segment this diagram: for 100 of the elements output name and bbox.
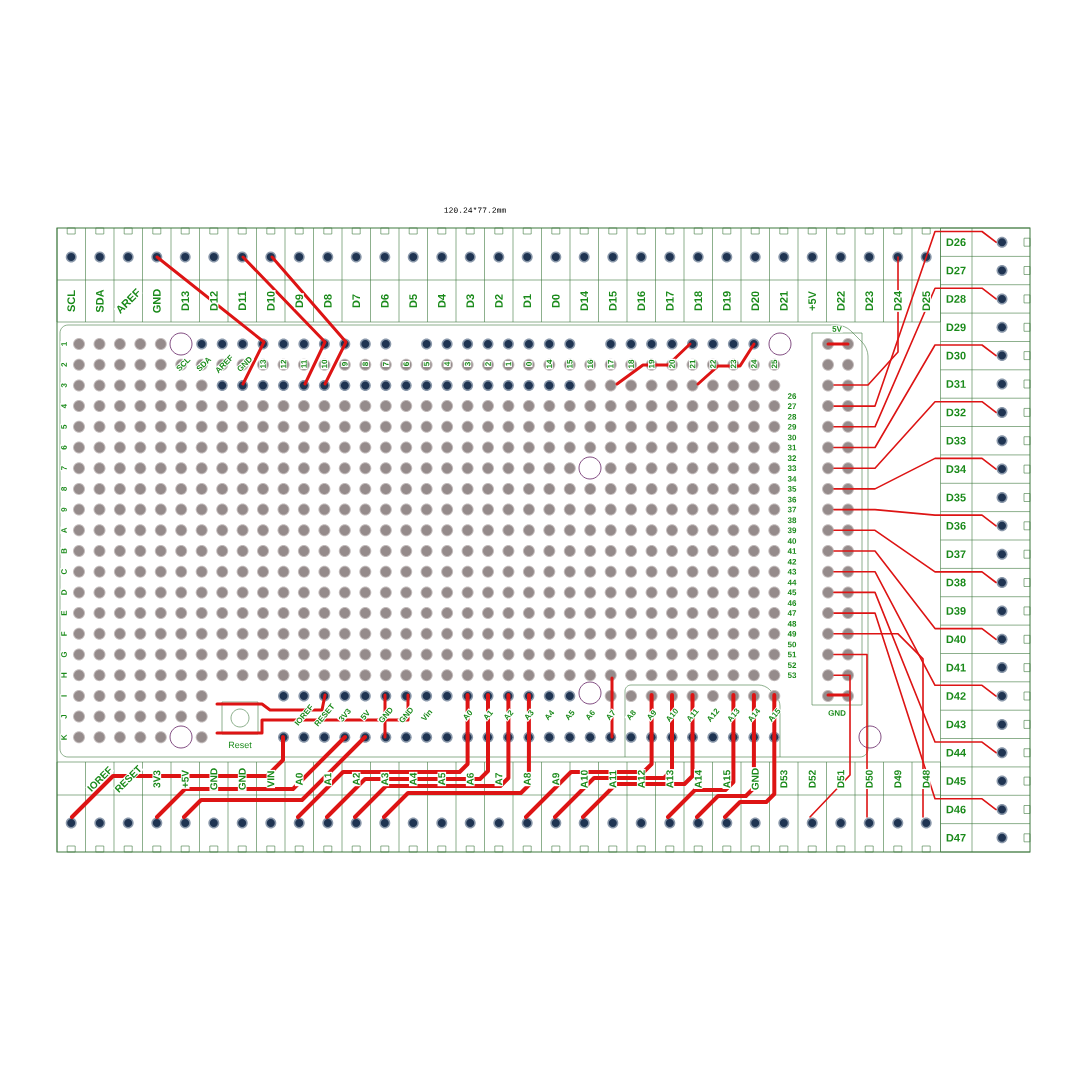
pin-label: 35 — [786, 485, 798, 493]
pin-label: A2 — [501, 708, 515, 722]
terminal-label: D52 — [807, 769, 817, 789]
row-label: 9 — [60, 506, 68, 513]
terminal-label: D11 — [237, 290, 247, 312]
row-label: 5 — [60, 423, 68, 430]
terminal-label: D40 — [945, 634, 967, 644]
pin-label: 5V — [831, 325, 843, 333]
pin-label: A5 — [563, 708, 577, 722]
terminal-label: GND — [152, 288, 162, 315]
terminal-label: D15 — [608, 290, 618, 312]
pin-label: 18 — [627, 358, 635, 370]
terminal-label: SCL — [66, 289, 76, 313]
terminal-label: D27 — [945, 265, 967, 276]
terminal-label: D0 — [551, 293, 561, 309]
pin-label: 16 — [586, 358, 594, 370]
terminal-label: D34 — [945, 464, 967, 474]
terminal-label: D29 — [945, 322, 967, 332]
pin-label: 13 — [259, 358, 267, 370]
terminal-label: A13 — [665, 769, 675, 789]
pin-label: A11 — [684, 706, 701, 724]
pin-label: 28 — [786, 413, 798, 421]
terminal-label: A7 — [494, 771, 504, 787]
terminal-label: D2 — [494, 293, 504, 309]
pin-label: 51 — [786, 650, 798, 659]
pin-label: 38 — [786, 516, 798, 524]
terminal-label: +5V — [807, 290, 817, 312]
pin-label: 2 — [484, 361, 492, 368]
row-label: 4 — [60, 403, 68, 410]
pin-label: A4 — [542, 708, 556, 722]
pin-label: 29 — [786, 423, 798, 431]
row-label: 8 — [60, 485, 68, 492]
pin-label: 43 — [786, 568, 798, 576]
terminal-label: VIN — [266, 769, 276, 789]
pin-label: 48 — [786, 620, 798, 628]
terminal-label: A9 — [551, 771, 561, 787]
row-label: J — [60, 713, 68, 720]
terminal-label: D28 — [945, 294, 967, 304]
pin-label: 23 — [729, 358, 738, 370]
pin-label: 27 — [786, 402, 798, 410]
pin-label: 33 — [786, 464, 798, 472]
pin-label: 7 — [382, 361, 390, 368]
terminal-label: GND — [750, 767, 760, 791]
terminal-label: D9 — [294, 293, 304, 309]
terminal-label: D21 — [779, 290, 789, 312]
terminal-label: D48 — [921, 769, 931, 789]
row-label: 7 — [60, 465, 68, 472]
terminal-label: A3 — [380, 771, 390, 787]
pin-label: 9 — [341, 361, 349, 368]
pin-label: 20 — [668, 358, 676, 370]
terminal-label: D25 — [921, 290, 931, 312]
terminal-label: D46 — [945, 804, 967, 815]
pin-label: 41 — [786, 547, 798, 555]
pin-label: 42 — [786, 558, 798, 566]
pin-label: 15 — [566, 358, 574, 370]
pin-label: 26 — [786, 392, 798, 400]
terminal-label: D13 — [180, 290, 190, 312]
row-label: B — [60, 547, 68, 555]
terminal-label: A2 — [351, 771, 361, 787]
row-label: H — [60, 671, 68, 679]
terminal-label: D16 — [636, 290, 646, 312]
pin-label: A9 — [645, 708, 659, 722]
pin-label: A1 — [481, 708, 495, 722]
button-label: Reset — [227, 741, 253, 749]
row-label: I — [60, 694, 68, 698]
terminal-label: D32 — [945, 407, 967, 418]
row-label: G — [60, 650, 68, 659]
pin-label: 12 — [279, 358, 288, 370]
terminal-label: D47 — [945, 833, 967, 843]
pin-label: SCL — [174, 355, 192, 373]
terminal-label: D4 — [437, 293, 447, 309]
pin-label: SDA — [194, 354, 213, 374]
pin-label: 5V — [358, 708, 372, 722]
pin-label: 36 — [786, 495, 798, 504]
pin-label: 10 — [320, 358, 329, 370]
terminal-label: D31 — [945, 379, 967, 389]
terminal-label: A11 — [608, 769, 618, 789]
pin-label: 4 — [443, 361, 451, 368]
terminal-label: D30 — [945, 350, 967, 361]
terminal-label: A5 — [437, 771, 447, 787]
terminal-label: D35 — [945, 492, 967, 503]
terminal-label: D51 — [836, 769, 846, 789]
pin-label: 31 — [786, 443, 798, 452]
pin-label: 8 — [361, 361, 369, 368]
terminal-label: D36 — [945, 521, 967, 531]
terminal-label: D17 — [665, 290, 675, 312]
pin-label: 1 — [504, 361, 512, 368]
pin-label: A8 — [624, 708, 638, 722]
pin-label: 52 — [786, 661, 798, 669]
pin-label: 34 — [786, 475, 798, 483]
terminal-label: D38 — [945, 577, 967, 588]
row-label: K — [60, 733, 68, 741]
terminal-label: D8 — [323, 293, 333, 309]
terminal-label: GND — [209, 767, 219, 791]
pin-label: 39 — [786, 526, 798, 534]
terminal-label: A10 — [579, 769, 589, 789]
pin-label: 45 — [786, 588, 798, 596]
pin-label: 17 — [607, 358, 615, 370]
pin-label: 19 — [647, 358, 656, 370]
pin-label: 49 — [786, 630, 798, 638]
